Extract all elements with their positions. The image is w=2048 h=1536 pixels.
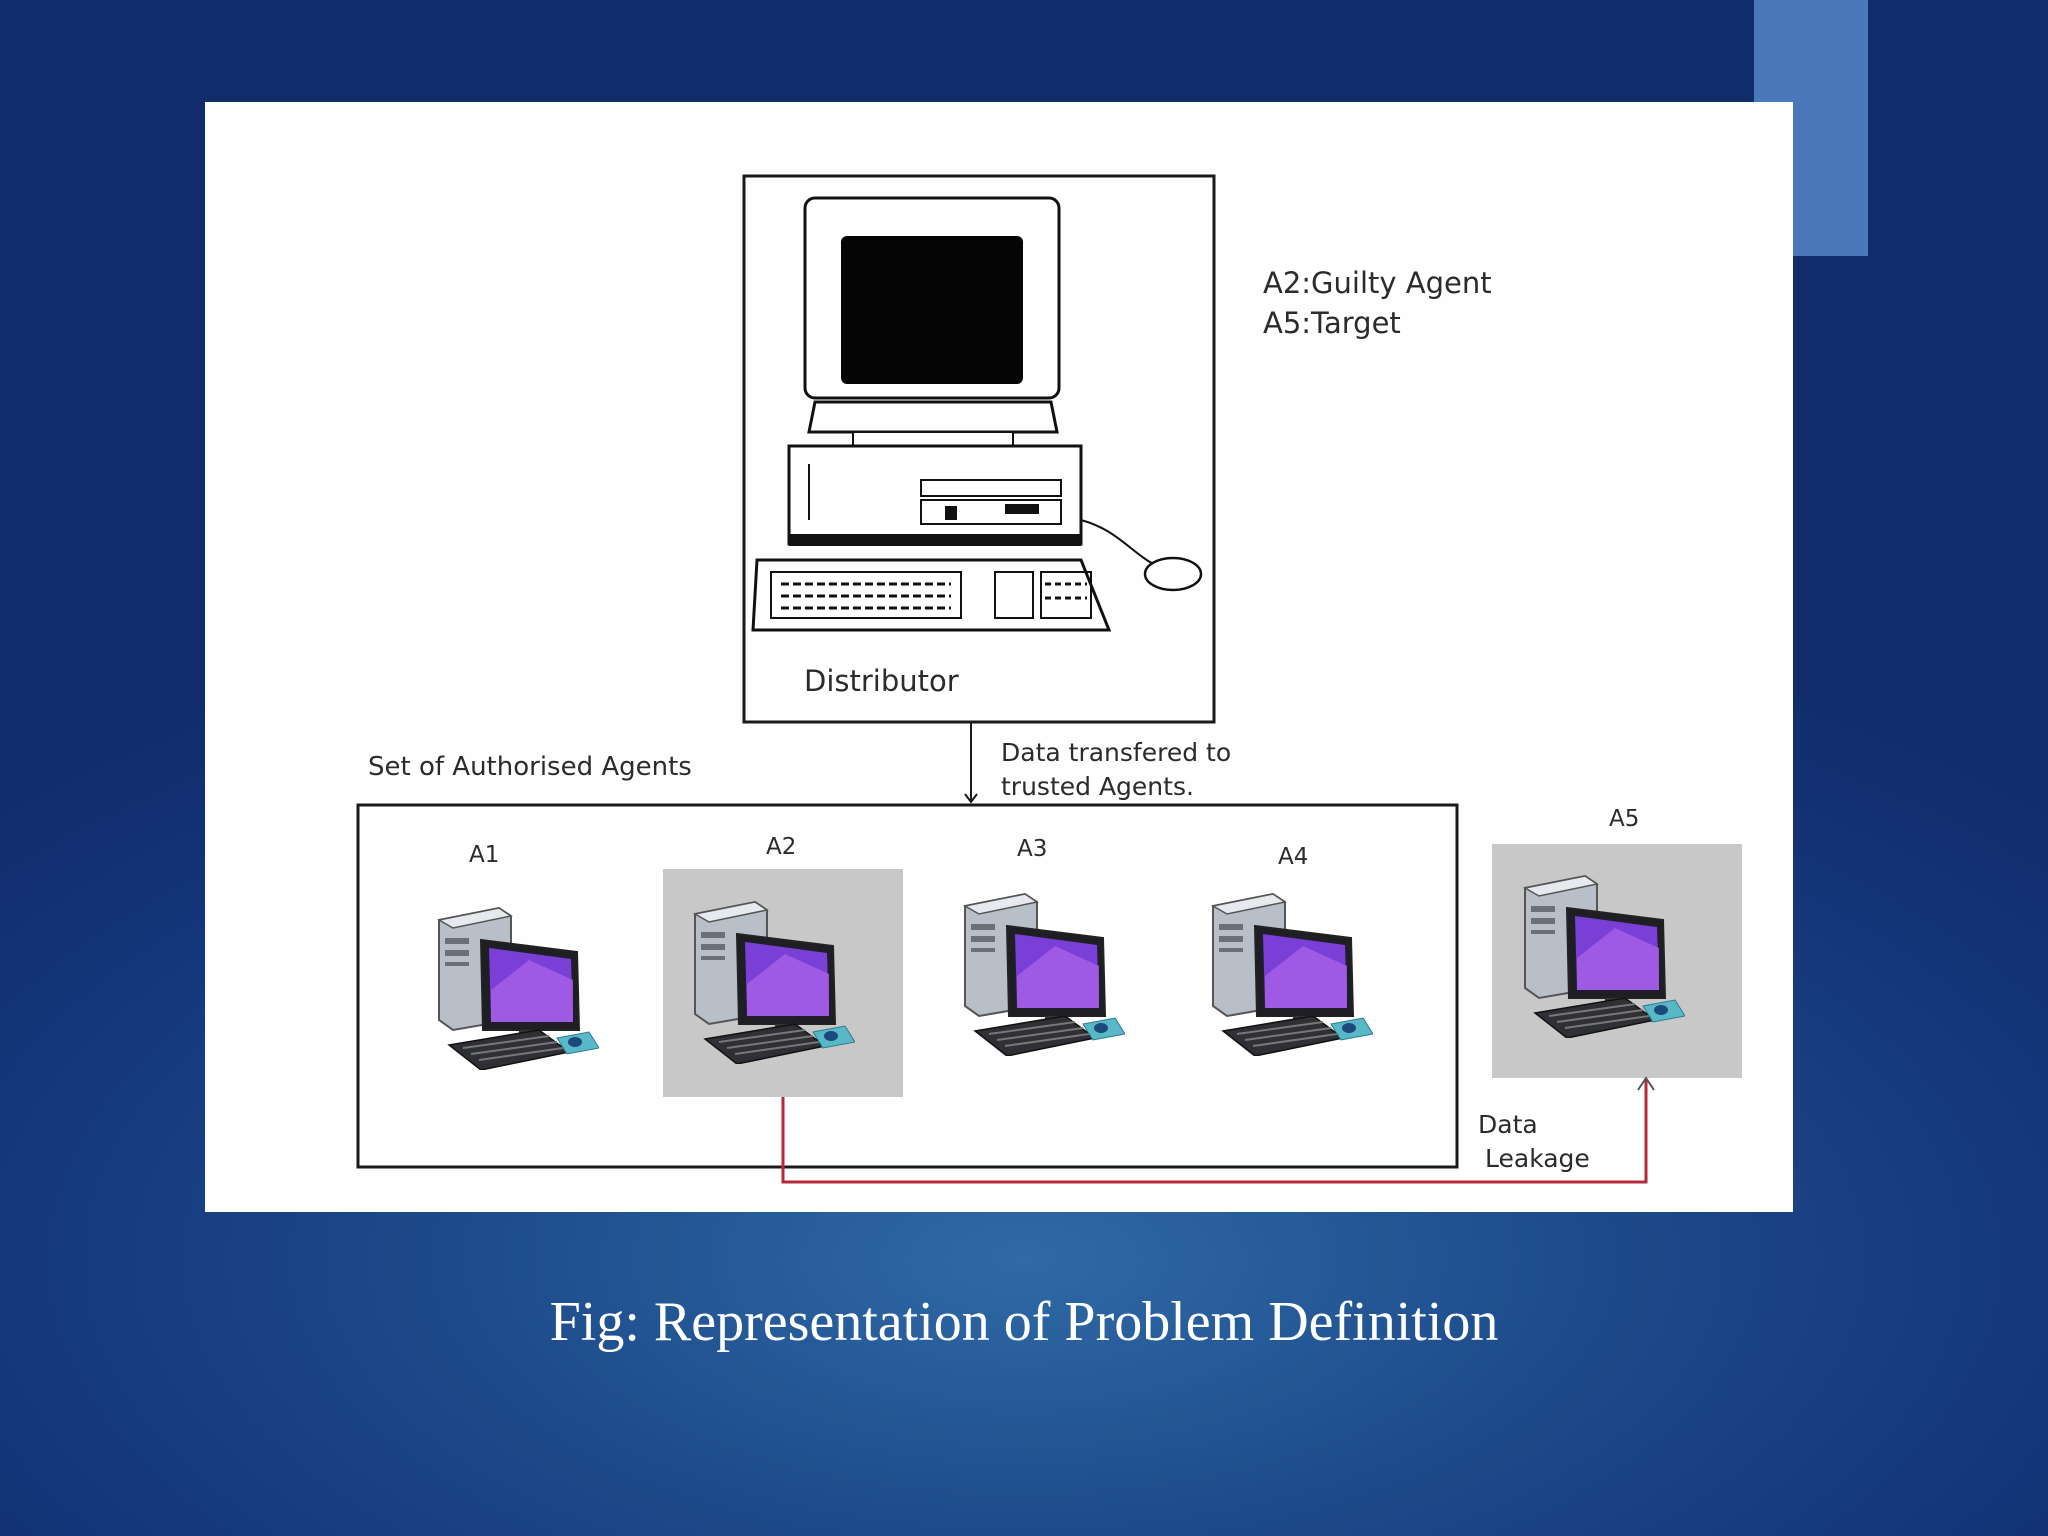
leak-arrowhead — [1637, 1076, 1655, 1091]
agent-label-a5: A5 — [1609, 806, 1640, 832]
figure-caption: Fig: Representation of Problem Definitio… — [549, 1291, 1499, 1353]
group-label: Set of Authorised Agents — [368, 752, 692, 782]
diagram-figure: A2:Guilty Agent A5:Target Distributor Se… — [205, 102, 1793, 1212]
legend-guilty: A2:Guilty Agent — [1263, 266, 1492, 300]
agent-label-a4: A4 — [1278, 844, 1309, 870]
agent-label-a3: A3 — [1017, 836, 1048, 862]
distributor-computer-icon — [751, 196, 1203, 632]
agent-label-a1: A1 — [469, 842, 500, 868]
agent-label-a2: A2 — [766, 834, 797, 860]
leak-label-line2: Leakage — [1485, 1144, 1590, 1173]
agent-computer-icon — [438, 907, 599, 1070]
transfer-label-line2: trusted Agents. — [1001, 772, 1194, 801]
distributor-label: Distributor — [804, 664, 959, 698]
authorised-agents-box — [356, 803, 1459, 1169]
leak-label-line1: Data — [1478, 1110, 1538, 1139]
legend-target: A5:Target — [1263, 306, 1401, 340]
agent-computer-icon — [964, 893, 1125, 1056]
agent-computer-icon — [1212, 893, 1373, 1056]
diagram-canvas — [356, 174, 1742, 1184]
distributor-box — [742, 174, 1216, 724]
transfer-label-line1: Data transfered to — [1001, 738, 1232, 767]
leak-path — [781, 1080, 1648, 1184]
